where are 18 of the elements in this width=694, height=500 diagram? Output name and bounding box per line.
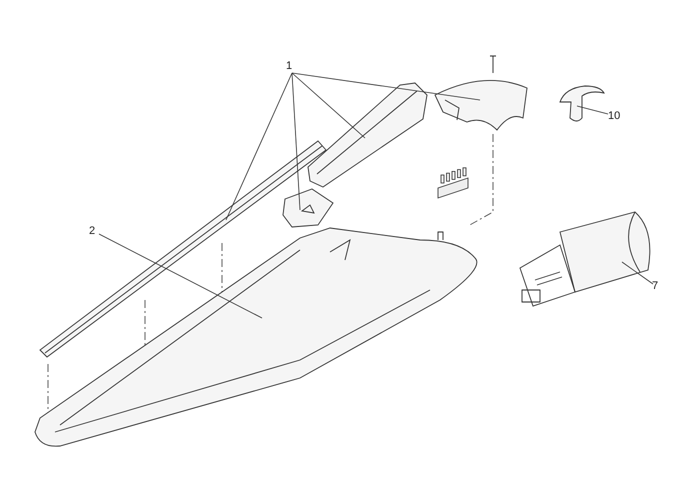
callout-number: 2	[89, 225, 96, 237]
leader-line	[292, 72, 300, 210]
housing-drawing	[34, 228, 478, 447]
leader-line	[576, 106, 608, 114]
bracket-drawing	[282, 188, 334, 228]
leader-line	[98, 234, 262, 318]
motor-drawing	[519, 212, 650, 307]
callout-number: 7	[652, 280, 658, 292]
release-lever-drawing	[560, 86, 604, 122]
rail-drawing	[39, 140, 327, 358]
leader-line	[622, 262, 654, 284]
cover-drawing	[308, 82, 428, 188]
leader-line	[292, 72, 366, 138]
callout-number: 1	[286, 60, 292, 72]
leader-line	[226, 72, 292, 220]
end-cap-drawing	[434, 80, 528, 130]
leader-line	[292, 72, 480, 100]
callout-number: 10	[608, 110, 620, 122]
